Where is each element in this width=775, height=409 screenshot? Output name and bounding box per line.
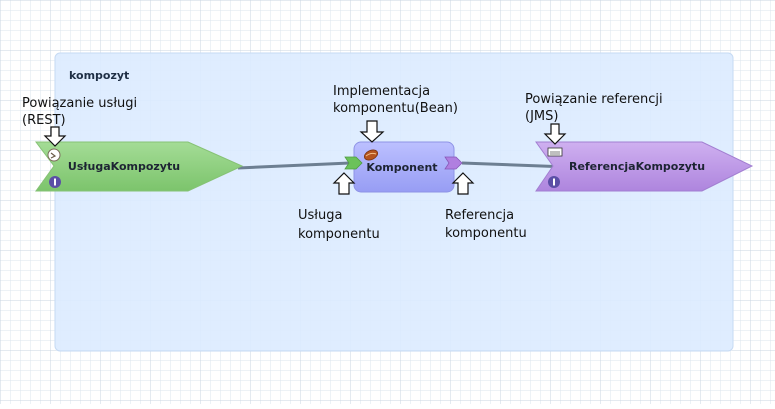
bean-icon [363, 149, 379, 161]
interface-icon [49, 176, 61, 188]
up-arrow-icon [332, 172, 356, 195]
callout-component-reference-line1: Referencja [445, 208, 514, 223]
rest-binding-icon[interactable] [47, 148, 61, 162]
down-arrow-icon [43, 126, 67, 147]
callout-component-service: Usługa komponentu [298, 208, 380, 242]
component-service-port[interactable] [344, 156, 363, 170]
component-label: Komponent [366, 161, 437, 174]
component[interactable]: Komponent [353, 141, 455, 193]
jms-binding-icon[interactable] [547, 147, 563, 157]
callout-component-reference-line2: komponentu [445, 226, 527, 241]
callout-service-binding: Powiązanie usługi (REST) [22, 96, 137, 128]
callout-implementation-line1: Implementacja [333, 84, 430, 99]
wire-component-to-reference[interactable] [461, 161, 569, 169]
composite-title: kompozyt [69, 69, 129, 82]
callout-service-binding-line2: (REST) [22, 113, 66, 128]
interface-icon [548, 176, 560, 188]
callout-implementation: Implementacja komponentu(Bean) [333, 84, 458, 116]
composite-service-label: UsługaKompozytu [68, 160, 180, 173]
down-arrow-icon [543, 123, 567, 145]
composite-box[interactable] [54, 52, 734, 352]
up-arrow-icon [451, 172, 475, 195]
wire-service-to-component[interactable] [237, 161, 351, 170]
callout-service-binding-line1: Powiązanie usługi [22, 96, 137, 111]
composite-reference-label: ReferencjaKompozytu [569, 160, 705, 173]
callout-reference-binding-line2: (JMS) [525, 109, 558, 124]
composite-service[interactable]: UsługaKompozytu [35, 141, 244, 192]
component-reference-port[interactable] [444, 156, 463, 170]
callout-component-reference: Referencja komponentu [445, 208, 527, 241]
composite-reference[interactable]: ReferencjaKompozytu [535, 141, 754, 192]
callout-reference-binding: Powiązanie referencji (JMS) [525, 92, 663, 124]
callout-reference-binding-line1: Powiązanie referencji [525, 92, 663, 107]
callout-component-service-line2: komponentu [298, 227, 380, 242]
callout-implementation-line2: komponentu(Bean) [333, 101, 458, 116]
callout-component-service-line1: Usługa [298, 208, 342, 223]
down-arrow-icon [359, 120, 385, 143]
